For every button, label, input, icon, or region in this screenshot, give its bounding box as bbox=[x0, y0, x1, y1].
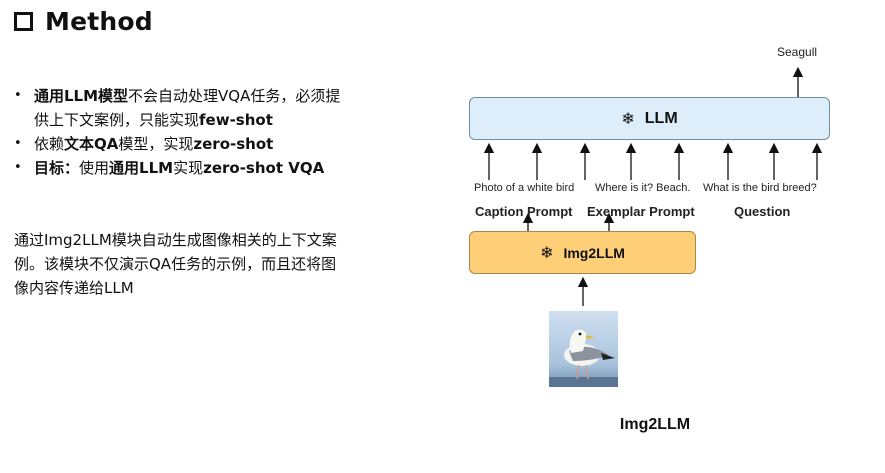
slide-title-text: Method bbox=[45, 6, 153, 36]
bullet-text: 不会自动处理VQA任务，必须提供上下文案例，只能实现 bbox=[34, 87, 341, 129]
bullet-text: 依赖 bbox=[34, 135, 65, 153]
square-bullet-icon bbox=[14, 11, 33, 31]
diagram-arrows bbox=[483, 66, 823, 306]
bullet-text: 使用 bbox=[79, 159, 110, 177]
bullet-bold-text: zero-shot VQA bbox=[203, 159, 325, 177]
slide-title: Method bbox=[14, 4, 153, 38]
bullet-item: 目标：使用通用LLM实现zero-shot VQA bbox=[14, 156, 354, 180]
exemplar-input-text: Where is it? Beach. bbox=[595, 182, 691, 194]
img2llm-box: ❄ Img2LLM bbox=[469, 231, 696, 274]
bullet-bold-text: 目标： bbox=[34, 159, 80, 177]
bullet-bold-text: 文本QA bbox=[64, 135, 119, 153]
bullet-item: 依赖文本QA模型，实现zero-shot bbox=[14, 132, 354, 156]
question-input-text: What is the bird breed? bbox=[703, 182, 817, 194]
exemplar-prompt-label: Exemplar Prompt bbox=[587, 204, 695, 219]
llm-label: LLM bbox=[644, 109, 678, 127]
caption-input-text: Photo of a white bird bbox=[474, 182, 575, 194]
snowflake-icon: ❄ bbox=[540, 244, 554, 262]
bullet-list: 通用LLM模型不会自动处理VQA任务，必须提供上下文案例，只能实现few-sho… bbox=[14, 84, 354, 180]
bullet-bold-text: few-shot bbox=[199, 111, 273, 129]
img2llm-diagram: Seagull ❄ LLM Photo of a white bird Wher… bbox=[440, 40, 870, 460]
bullet-bold-text: 通用LLM模型 bbox=[34, 87, 129, 105]
seagull-photo bbox=[549, 311, 618, 387]
description-paragraph: 通过Img2LLM模块自动生成图像相关的上下文案例。该模块不仅演示QA任务的示例… bbox=[14, 231, 337, 297]
img2llm-label: Img2LLM bbox=[563, 244, 625, 261]
bullet-item: 通用LLM模型不会自动处理VQA任务，必须提供上下文案例，只能实现few-sho… bbox=[14, 84, 354, 132]
caption-prompt-label: Caption Prompt bbox=[475, 204, 573, 219]
question-label: Question bbox=[734, 204, 791, 219]
bullet-bold-text: 通用LLM bbox=[109, 159, 174, 177]
bullet-text: 模型，实现 bbox=[118, 135, 194, 153]
bullet-bold-text: zero-shot bbox=[193, 135, 274, 153]
bullet-text: 实现 bbox=[173, 159, 204, 177]
llm-box: ❄ LLM bbox=[469, 97, 830, 140]
snowflake-icon: ❄ bbox=[621, 110, 635, 128]
output-label: Seagull bbox=[777, 45, 818, 59]
seagull-image bbox=[549, 311, 618, 387]
diagram-caption: Img2LLM bbox=[619, 416, 691, 433]
